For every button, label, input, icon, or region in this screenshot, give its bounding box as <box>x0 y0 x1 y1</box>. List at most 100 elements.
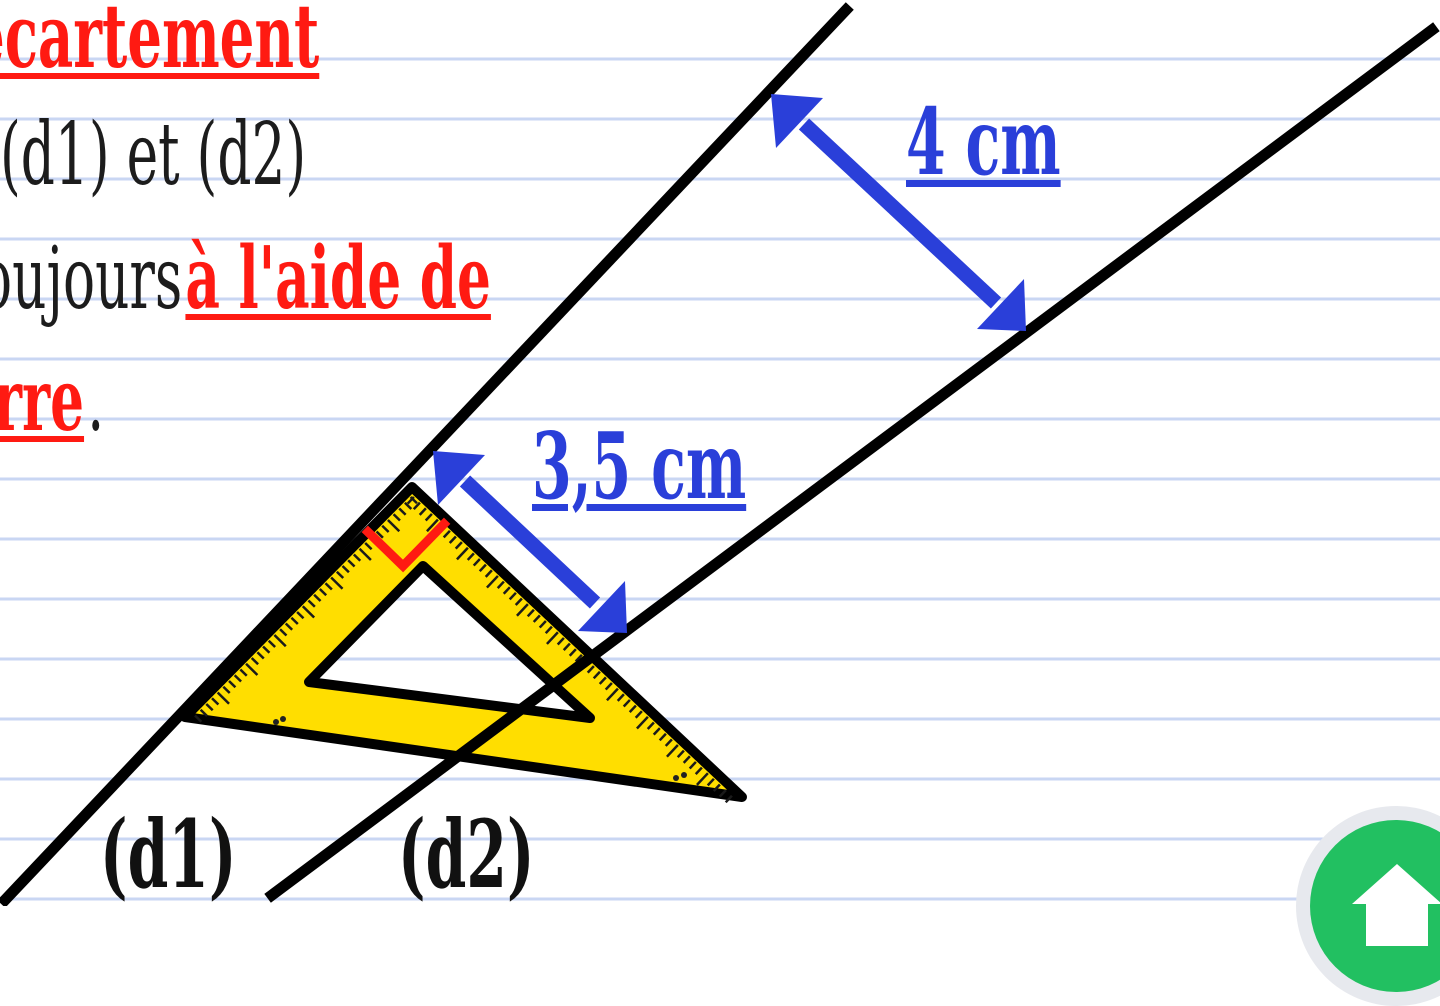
instruction-highlight: à l'aide de <box>185 228 491 329</box>
graduation-tick <box>273 634 287 648</box>
graduation-tick <box>456 546 469 561</box>
graduation-tick <box>706 777 715 787</box>
instruction-line: oujours à l'aide de <box>0 236 491 323</box>
graduation-tick <box>622 699 631 708</box>
graduation-tick <box>688 761 697 770</box>
graduation-tick <box>398 507 407 516</box>
graduation-tick <box>239 668 248 677</box>
graduation-tick <box>267 639 277 648</box>
title-text: écartement <box>0 0 320 88</box>
graduation-tick <box>205 703 214 712</box>
graduation-tick <box>652 727 661 736</box>
graduation-tick <box>341 565 350 574</box>
graduation-tick <box>516 603 529 617</box>
graduation-tick <box>324 582 333 591</box>
graduation-tick <box>406 496 415 505</box>
graduation-tick <box>352 553 362 562</box>
line-d2 <box>264 22 1440 903</box>
graduation-tick <box>250 657 259 666</box>
graduation-tick <box>592 670 601 680</box>
set-square-mark-dot <box>681 772 687 778</box>
graduation-tick <box>426 518 439 533</box>
instruction-plain-text: oujours <box>0 229 183 329</box>
graduation-tick <box>335 570 345 579</box>
graduation-tick <box>658 732 667 742</box>
graduation-tick <box>502 586 511 595</box>
graduation-tick <box>496 580 505 589</box>
instruction-highlight-end: erre <box>0 350 85 451</box>
graduation-tick <box>478 563 487 573</box>
graduation-tick <box>296 611 305 620</box>
graduation-tick <box>544 625 553 635</box>
lines-reference-text: (d1) et (d2) <box>0 105 307 205</box>
graduation-tick <box>676 749 685 759</box>
graduation-tick <box>412 501 421 511</box>
graduation-tick <box>262 645 271 654</box>
label-d2: (d2) <box>398 800 535 910</box>
graduation-tick <box>718 789 727 798</box>
graduation-tick <box>606 687 619 702</box>
graduation-tick <box>222 685 231 694</box>
graduation-tick <box>279 628 288 637</box>
graduation-tick <box>381 524 390 533</box>
graduation-tick <box>313 593 322 602</box>
graduation-tick <box>616 693 625 702</box>
graduation-tick <box>696 772 709 786</box>
graduation-tick <box>284 622 294 631</box>
right-angle-mark <box>361 517 451 573</box>
graduation-tick <box>628 704 637 713</box>
graduation-tick <box>664 738 673 747</box>
graduation-tick <box>646 721 655 730</box>
graduation-tick <box>228 680 237 689</box>
graduation-tick <box>484 569 493 578</box>
graduation-tick <box>694 766 703 775</box>
graduation-tick <box>424 513 433 522</box>
graduation-tick <box>256 651 265 660</box>
graduation-tick <box>318 588 328 597</box>
graduation-tick <box>211 697 220 706</box>
graduation-tick <box>375 530 384 539</box>
graduation-tick <box>245 662 259 676</box>
graduation-tick <box>724 794 733 804</box>
home-icon <box>1352 864 1440 946</box>
set-square-graduations <box>194 496 733 804</box>
graduation-tick <box>526 608 535 618</box>
graduation-tick <box>307 599 316 608</box>
label-d1: (d1) <box>100 800 237 910</box>
graduation-tick <box>404 501 413 510</box>
graduation-tick <box>194 714 203 723</box>
graduation-tick <box>634 710 643 719</box>
graduation-tick <box>598 676 607 685</box>
graduation-tick <box>682 755 691 764</box>
graduation-tick <box>233 674 242 683</box>
graduation-tick <box>392 513 401 522</box>
line-d1 <box>0 2 854 906</box>
graduation-tick <box>454 541 463 550</box>
set-square-mark-dot <box>673 775 679 781</box>
graduation-tick <box>199 708 208 717</box>
graduation-tick <box>574 653 583 663</box>
graduation-tick <box>347 559 356 568</box>
graduation-tick <box>712 783 721 792</box>
graduation-tick <box>568 648 577 657</box>
distance-arrow-4cm <box>771 94 1026 331</box>
diagram-canvas <box>0 2 1440 906</box>
graduation-tick <box>532 614 541 623</box>
graduation-tick <box>442 529 451 539</box>
graduation-tick <box>466 552 475 561</box>
measurement-4cm: 4 cm <box>906 88 1061 196</box>
graduation-tick <box>472 558 481 567</box>
graduation-tick <box>301 605 316 619</box>
instruction-line-end: erre . <box>0 358 104 445</box>
graduation-tick <box>514 597 523 606</box>
graduation-tick <box>486 575 499 589</box>
graduation-tick <box>358 547 372 561</box>
graduation-tick <box>562 642 571 651</box>
graduation-tick <box>546 631 559 645</box>
graduation-tick <box>290 616 299 625</box>
set-square-mark-dot <box>280 716 286 722</box>
graduation-tick <box>586 665 595 674</box>
measurement-3-5cm: 3,5 cm <box>532 412 747 520</box>
distance-arrow-3-5cm <box>433 451 627 633</box>
period: . <box>87 351 105 451</box>
